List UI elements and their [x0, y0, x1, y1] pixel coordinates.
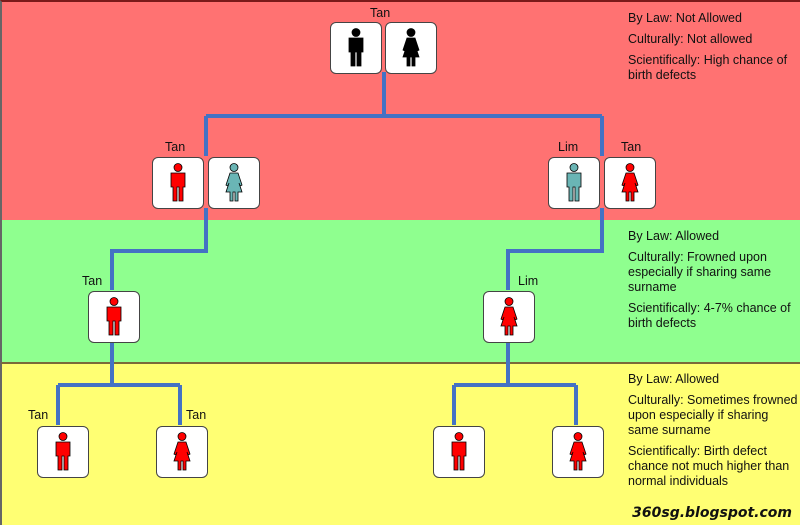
surname-label: Lim: [518, 274, 539, 288]
person-gen2-right-spouse: [548, 157, 600, 209]
person-gen4-left-male: [37, 426, 89, 478]
male-icon: [104, 297, 124, 337]
female-icon: [401, 28, 421, 68]
law-status: By Law: Not Allowed: [628, 11, 742, 25]
person-gen2-left-male: [152, 157, 204, 209]
male-icon: [53, 432, 73, 472]
female-icon: [172, 432, 192, 472]
person-gen2-left-spouse: [208, 157, 260, 209]
cultural-status: Culturally: Frowned upon especially if s…: [628, 250, 772, 294]
surname-label: Tan: [370, 6, 391, 20]
surname-label: Tan: [621, 140, 642, 154]
scientific-status: Scientifically: 4-7% chance of birth def…: [628, 301, 791, 330]
surname-label: Tan: [165, 140, 186, 154]
surname-label: Lim: [558, 140, 579, 154]
female-icon: [499, 297, 519, 337]
person-gen2-right-female: [604, 157, 656, 209]
scientific-status: Scientifically: Birth defect chance not …: [628, 444, 790, 488]
person-gen1-female: [385, 22, 437, 74]
male-icon: [564, 163, 584, 203]
female-icon: [568, 432, 588, 472]
male-icon: [346, 28, 366, 68]
surname-label: Tan: [28, 408, 49, 422]
person-gen4-left-female: [156, 426, 208, 478]
surname-label: Tan: [82, 274, 103, 288]
tier-info-not-allowed: By Law: Not Allowed Culturally: Not allo…: [628, 11, 798, 89]
person-gen3-right-female: [483, 291, 535, 343]
surname-label: Tan: [186, 408, 207, 422]
law-status: By Law: Allowed: [628, 372, 720, 386]
cultural-status: Culturally: Not allowed: [628, 32, 753, 46]
female-icon: [224, 163, 244, 203]
tier-info-frowned-upon: By Law: Allowed Culturally: Frowned upon…: [628, 229, 798, 337]
male-icon: [449, 432, 469, 472]
female-icon: [620, 163, 640, 203]
person-gen4-right-female: [552, 426, 604, 478]
male-icon: [168, 163, 188, 203]
watermark: 360sg.blogspot.com: [632, 505, 792, 521]
person-gen1-male: [330, 22, 382, 74]
person-gen4-right-male: [433, 426, 485, 478]
law-status: By Law: Allowed: [628, 229, 720, 243]
scientific-status: Scientifically: High chance of birth def…: [628, 53, 788, 82]
person-gen3-left-male: [88, 291, 140, 343]
tier-info-allowed: By Law: Allowed Culturally: Sometimes fr…: [628, 372, 798, 495]
cultural-status: Culturally: Sometimes frowned upon espec…: [628, 393, 798, 437]
